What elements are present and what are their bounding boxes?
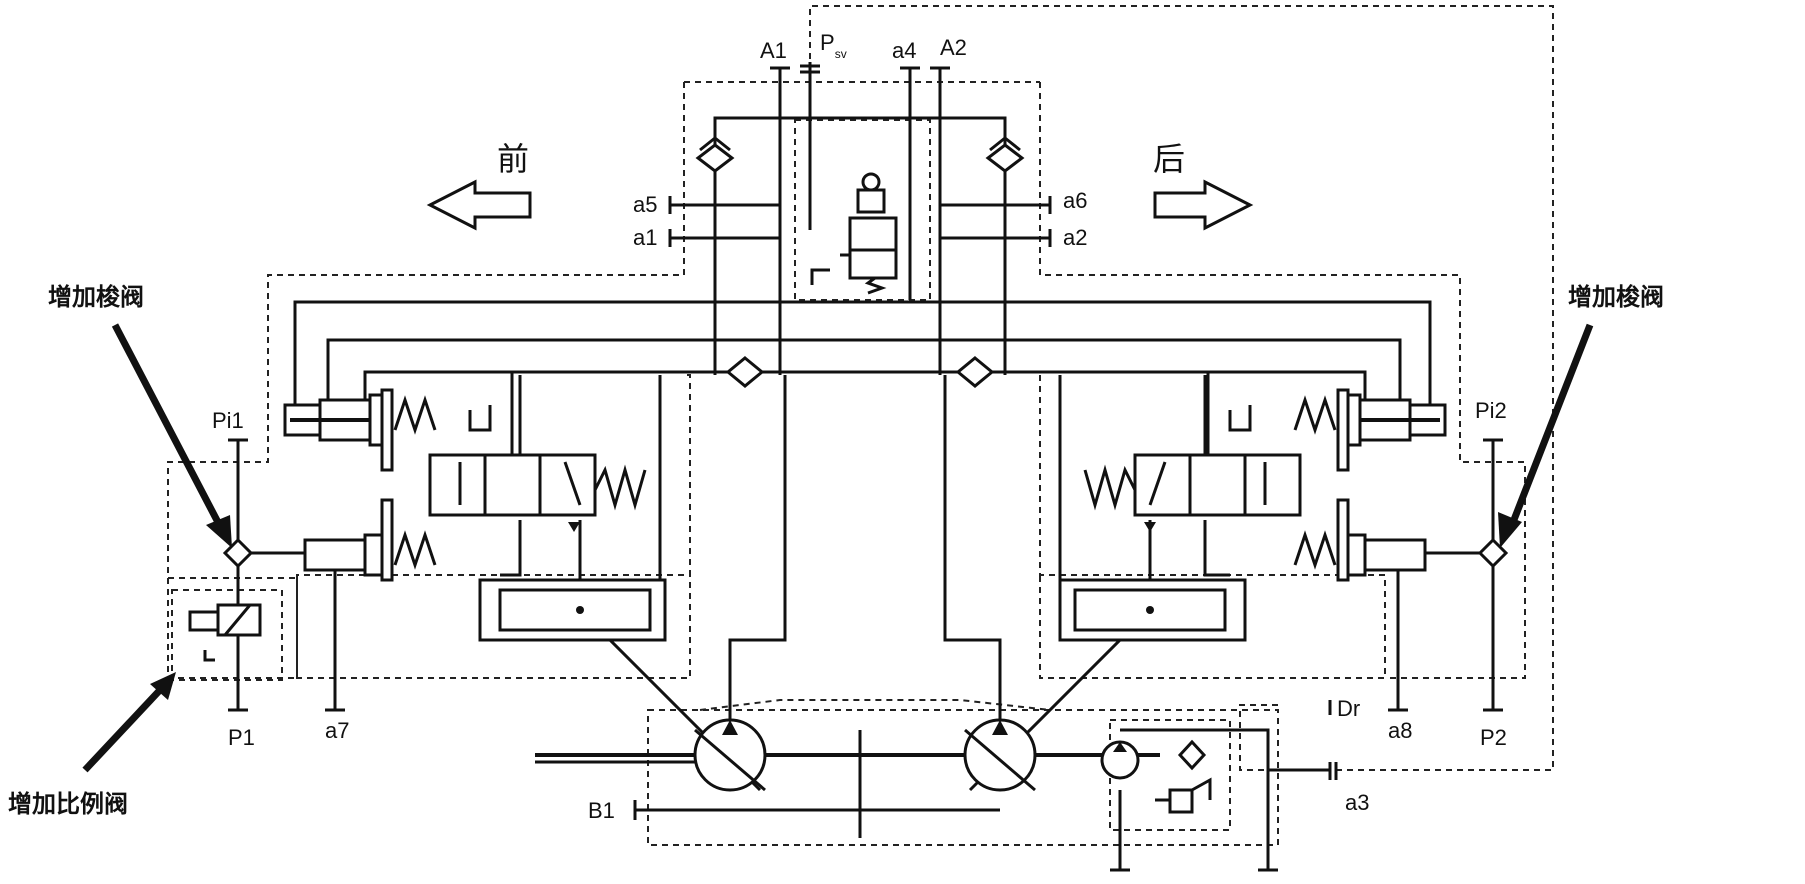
shuttle-valve-right [1477,537,1509,569]
annotation-labels: 前 后 增加梭阀 增加梭阀 增加比例阀 [8,140,1664,818]
right-control-group [1058,372,1447,642]
label-a6: a6 [1063,188,1087,213]
label-Psv-main: P [820,30,835,55]
label-B1: B1 [588,798,615,823]
label-P2: P2 [1480,725,1507,750]
annotation-pointers [82,323,1594,773]
label-a3: a3 [1345,790,1369,815]
port-ticks [228,64,1503,872]
front-arrow-icon [426,179,532,231]
label-a5: a5 [633,192,657,217]
label-proportional: 增加比例阀 [8,790,128,818]
center-solenoid-valve [810,172,898,295]
label-Psv: Psv [820,30,847,61]
label-a4: a4 [892,38,916,63]
check-valves [222,136,1509,569]
label-rear: 后 [1153,140,1185,178]
label-front: 前 [497,140,529,178]
label-Dr: Dr [1337,696,1360,721]
label-a8: a8 [1388,718,1412,743]
label-shuttle-right: 增加梭阀 [1568,283,1664,311]
label-A2: A2 [940,35,967,60]
port-labels: A1 Psv a4 A2 a5 a1 a6 a2 Pi1 Pi2 P1 a7 a… [212,30,1507,823]
direction-arrows [426,179,1254,231]
label-a7: a7 [325,718,349,743]
label-a2: a2 [1063,225,1087,250]
label-Pi1: Pi1 [212,408,244,433]
label-Pi2: Pi2 [1475,398,1507,423]
rear-arrow-icon [1153,179,1254,231]
label-Psv-sub: sv [835,47,847,61]
label-A1: A1 [760,38,787,63]
pumps [693,718,1212,814]
label-shuttle-left: 增加梭阀 [48,283,144,311]
left-control-group [188,372,667,662]
label-a1: a1 [633,225,657,250]
main-piping [236,62,1495,870]
label-P1: P1 [228,725,255,750]
